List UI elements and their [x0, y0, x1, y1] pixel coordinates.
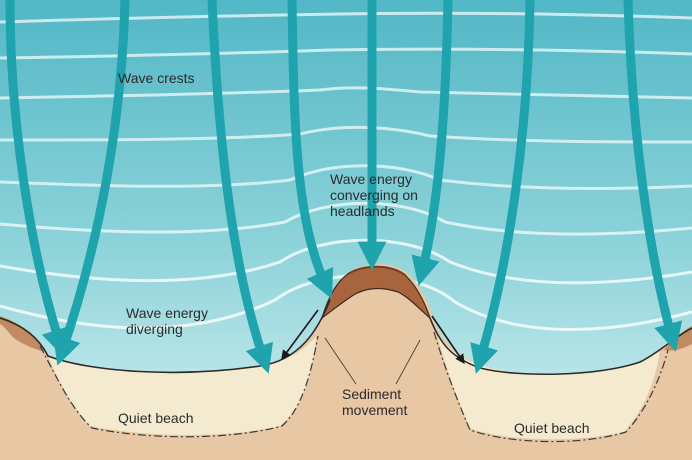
left-cliff [0, 316, 46, 352]
quiet-beach-left [48, 336, 316, 435]
label-wave-crests: Wave crests [118, 70, 195, 86]
label-quiet-beach-left: Quiet beach [118, 410, 194, 426]
sediment-arrows [281, 309, 465, 385]
quiet-beach-right [436, 330, 660, 440]
beach-boundary-left [39, 335, 319, 438]
shoreline [0, 299, 331, 374]
wave-ray-arrow [470, 0, 535, 374]
sediment-arrow-left [281, 309, 319, 360]
wave-crests [0, 11, 692, 331]
label-diverging: Wave energy diverging [126, 305, 208, 337]
wave-ray-arrow [52, 0, 130, 366]
sediment-arrow-right [431, 315, 465, 364]
label-converging: Wave energy converging on headlands [330, 171, 418, 219]
label-quiet-beach-right: Quiet beach [514, 420, 590, 436]
wave-ray-arrow [287, 0, 334, 300]
wave-ray-arrow [5, 0, 70, 358]
wave-energy-arrows [5, 0, 683, 374]
wave-ray-arrow [207, 0, 274, 374]
wave-ray-arrow [411, 0, 453, 286]
label-sediment-movement: Sediment movement [342, 386, 408, 418]
wave-ray-arrow [623, 0, 683, 352]
